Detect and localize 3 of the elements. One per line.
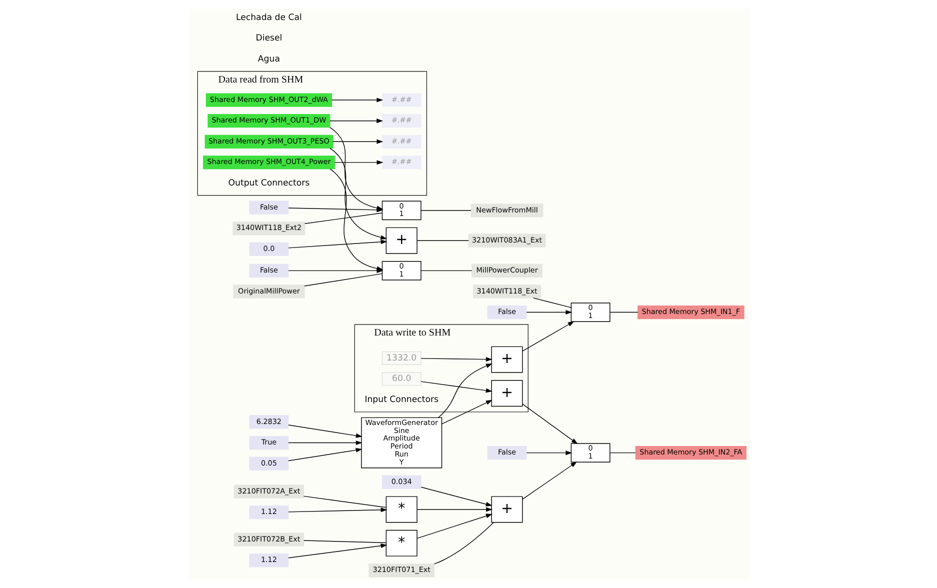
label: Agua [257, 54, 280, 64]
label: Diesel [255, 34, 282, 44]
label: Lechada de Cal [235, 12, 302, 23]
